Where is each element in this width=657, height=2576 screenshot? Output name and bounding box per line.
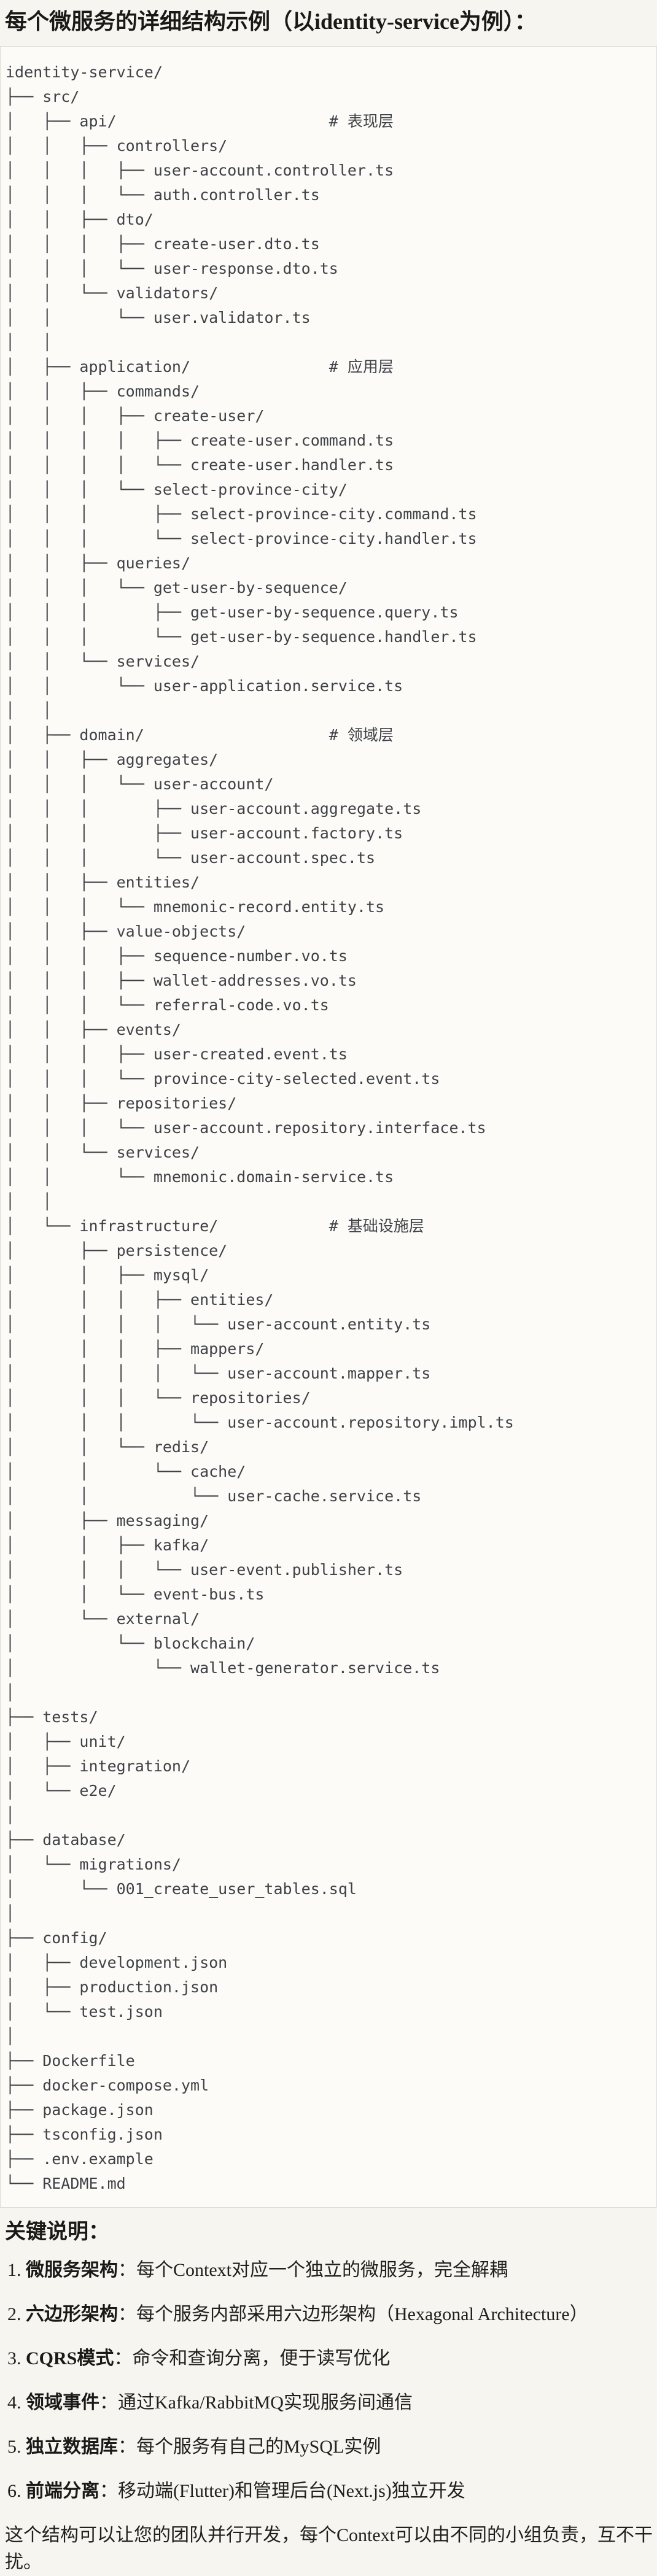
directory-tree-text: identity-service/ ├── src/ │ ├── api/ # …	[6, 63, 514, 2192]
note-text: ：每个服务内部采用六边形架构（Hexagonal Architecture）	[118, 2304, 588, 2324]
note-text: ：移动端(Flutter)和管理后台(Next.js)独立开发	[99, 2481, 465, 2501]
note-item: 前端分离：移动端(Flutter)和管理后台(Next.js)独立开发	[26, 2478, 657, 2505]
note-text: ：命令和查询分离，便于读写优化	[114, 2348, 391, 2369]
notes-heading: 关键说明：	[5, 2221, 109, 2243]
note-text: ：通过Kafka/RabbitMQ实现服务间通信	[99, 2392, 413, 2413]
note-item: 领域事件：通过Kafka/RabbitMQ实现服务间通信	[26, 2389, 657, 2416]
note-item: 微服务架构：每个Context对应一个独立的微服务，完全解耦	[26, 2257, 657, 2284]
note-label: 独立数据库	[26, 2437, 118, 2457]
note-label: 领域事件	[26, 2392, 99, 2413]
note-text: ：每个Context对应一个独立的微服务，完全解耦	[118, 2260, 508, 2280]
note-item: CQRS模式：命令和查询分离，便于读写优化	[26, 2345, 657, 2372]
directory-tree-code-block: identity-service/ ├── src/ │ ├── api/ # …	[0, 46, 657, 2208]
note-label: 微服务架构	[26, 2260, 118, 2280]
note-label: CQRS模式	[26, 2348, 114, 2369]
page-title: 每个微服务的详细结构示例（以identity-service为例）：	[5, 9, 537, 34]
note-text: ：每个服务有自己的MySQL实例	[118, 2437, 381, 2457]
note-label: 前端分离	[26, 2481, 99, 2501]
note-item: 六边形架构：每个服务内部采用六边形架构（Hexagonal Architectu…	[26, 2301, 657, 2328]
note-label: 六边形架构	[26, 2304, 118, 2324]
notes-list: 微服务架构：每个Context对应一个独立的微服务，完全解耦六边形架构：每个服务…	[5, 2257, 657, 2505]
closing-paragraph: 这个结构可以让您的团队并行开发，每个Context可以由不同的小组负责，互不干扰…	[5, 2525, 653, 2572]
note-item: 独立数据库：每个服务有自己的MySQL实例	[26, 2434, 657, 2461]
